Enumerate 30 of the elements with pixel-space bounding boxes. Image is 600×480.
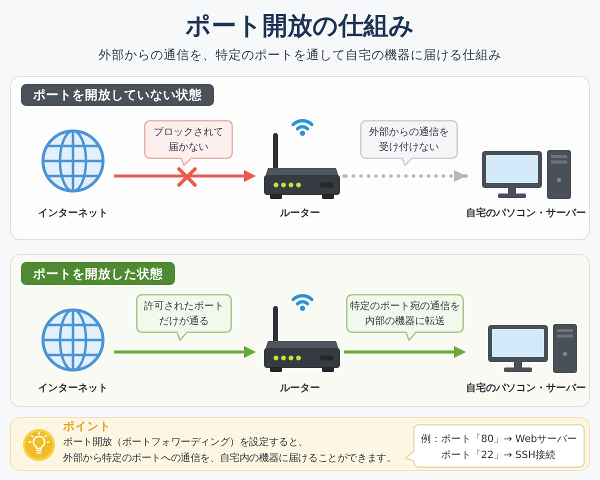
bubble-text: 特定のポート宛の通信を内部の機器に転送: [349, 300, 461, 328]
tip-panel: [10, 417, 590, 471]
tip-heading: ポイント: [63, 419, 111, 434]
subtitle: 外部からの通信を、特定のポートを通して自宅の機器に届ける仕組み: [98, 47, 502, 63]
node-label: 自宅のパソコン・サーバー: [466, 382, 586, 396]
node-label: ルーター: [280, 382, 320, 396]
title: ポート開放の仕組み: [186, 11, 414, 41]
speech-bubble: [405, 424, 585, 468]
bubble-text: ブロックされて届かない: [152, 126, 224, 154]
tip-text: ポート開放（ポートフォワーディング）を設定すると、外部から特定のポートへの通信を、自宅内の機器に届けることができます。: [63, 436, 398, 466]
arrow: [114, 170, 256, 182]
bubble-text: 外部からの通信を受け付けない: [368, 126, 450, 154]
node-label: インターネット: [38, 382, 108, 396]
section-heading: ポートを開放していない状態: [21, 84, 214, 106]
bubble-text: 例：ポート「80」→ Webサーバー: [421, 432, 578, 447]
arrow: [344, 346, 466, 358]
panel: [10, 76, 590, 240]
dotted-arrow: [342, 170, 468, 182]
speech-bubble: [136, 294, 232, 341]
bubble-text: ポート「22」→ SSH接続: [441, 448, 556, 463]
bubble-text: 許可されたポートだけが通る: [143, 300, 225, 328]
arrow: [114, 346, 256, 358]
speech-bubble: [144, 120, 233, 166]
speech-bubble: [346, 294, 464, 341]
node-label: 自宅のパソコン・サーバー: [466, 207, 586, 221]
speech-bubble: [360, 120, 458, 166]
section-heading: ポートを開放した状態: [21, 262, 175, 285]
node-label: ルーター: [280, 207, 320, 221]
node-label: インターネット: [38, 207, 108, 221]
panel: [10, 254, 590, 407]
